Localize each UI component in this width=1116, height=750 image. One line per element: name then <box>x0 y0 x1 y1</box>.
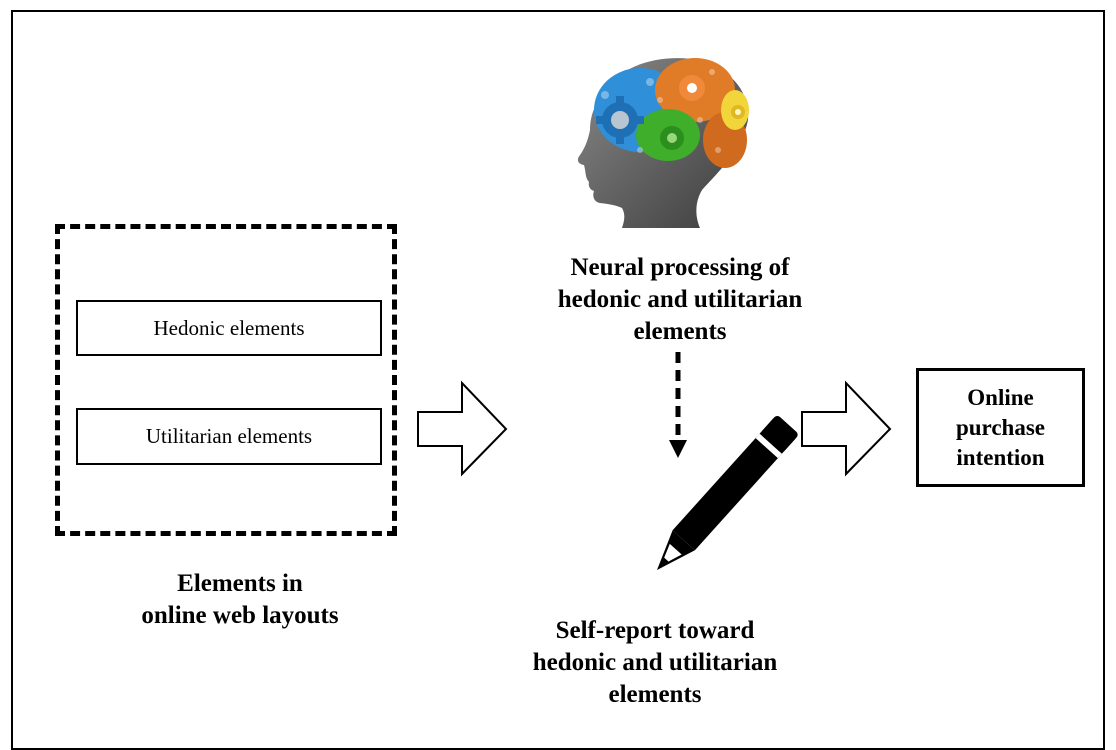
self-report-caption: Self-report toward hedonic and utilitari… <box>480 615 830 711</box>
diagram-graphics <box>417 58 892 570</box>
arrow-to-outcome-icon <box>801 380 892 477</box>
neural-caption-line3: elements <box>633 318 727 345</box>
outcome-line1: Online <box>967 384 1034 410</box>
dashed-arrow-head-icon <box>669 440 687 458</box>
purchase-intention-box: Online purchase intention <box>916 368 1085 487</box>
utilitarian-elements-box: Utilitarian elements <box>76 408 382 465</box>
neural-processing-caption: Neural processing of hedonic and utilita… <box>510 252 850 348</box>
arrow-to-brain-icon <box>417 380 508 477</box>
pencil-icon <box>657 415 798 570</box>
elements-caption: Elements in online web layouts <box>100 568 380 632</box>
outcome-line2: purchase <box>955 414 1046 440</box>
hedonic-elements-label: Hedonic elements <box>153 315 305 340</box>
neural-caption-line2: hedonic and utilitarian <box>557 286 803 313</box>
self-report-caption-line3: elements <box>608 681 702 708</box>
self-report-caption-line1: Self-report toward <box>555 617 755 644</box>
neural-caption-line1: Neural processing of <box>570 254 790 281</box>
utilitarian-elements-label: Utilitarian elements <box>145 424 313 448</box>
outcome-line3: intention <box>956 444 1045 470</box>
self-report-caption-line2: hedonic and utilitarian <box>532 649 778 676</box>
brain-gears-head-icon <box>577 58 749 228</box>
elements-caption-line2: online web layouts <box>141 602 339 629</box>
web-layout-elements-group <box>55 224 397 536</box>
hedonic-elements-box: Hedonic elements <box>76 300 382 356</box>
elements-caption-line1: Elements in <box>177 570 303 597</box>
